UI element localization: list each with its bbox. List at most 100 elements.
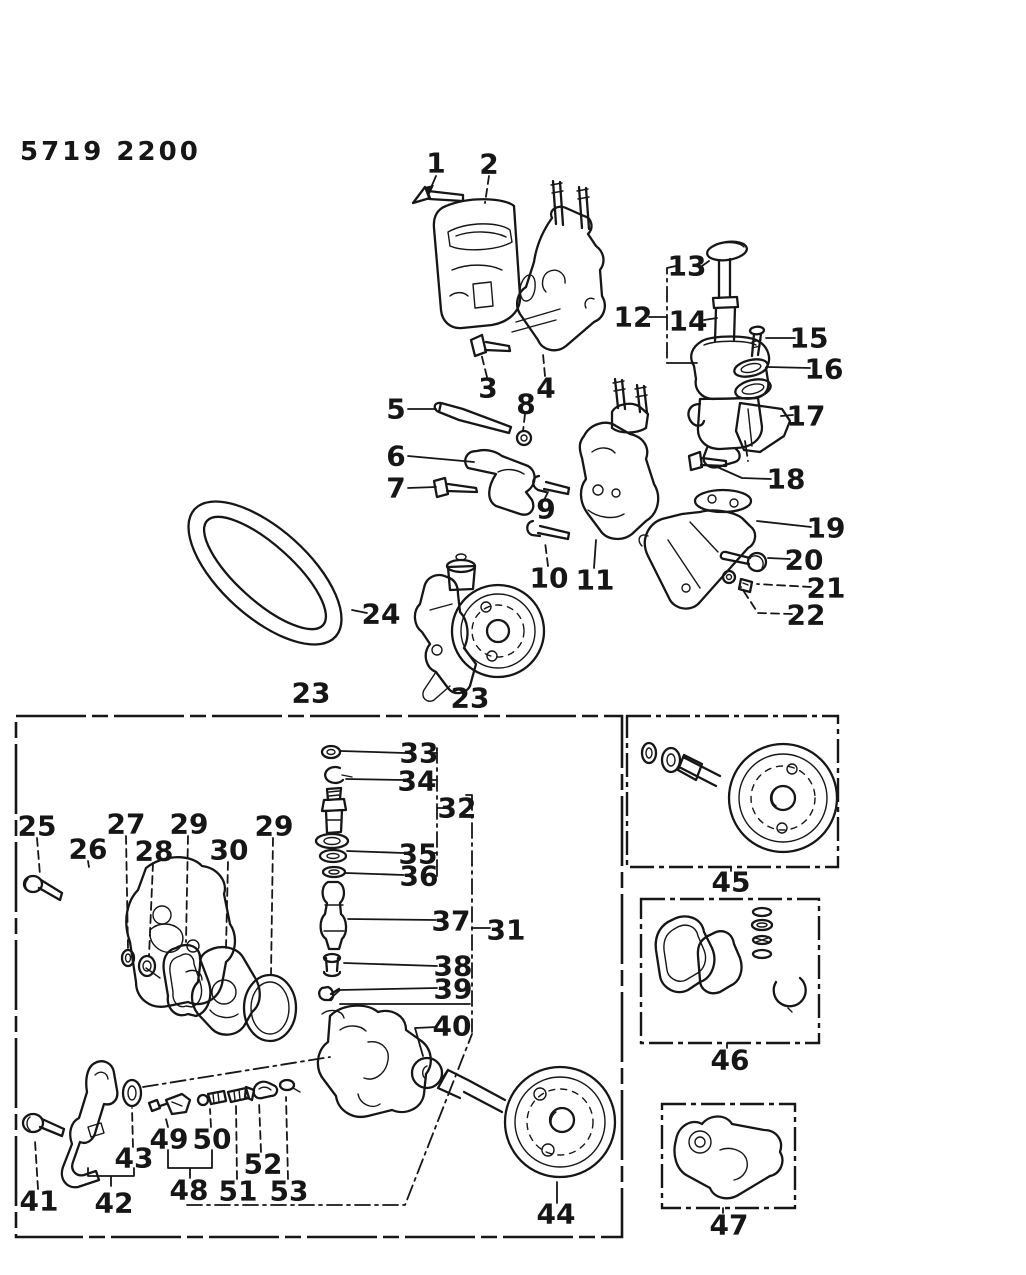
bolt-9-drawing bbox=[532, 474, 571, 496]
callout-20: 20 bbox=[785, 544, 824, 577]
part-drawings bbox=[21, 179, 839, 1200]
callout-34: 34 bbox=[398, 765, 437, 798]
group-boxes bbox=[14, 714, 840, 1239]
bracket-11-drawing bbox=[578, 377, 660, 541]
callout-49: 49 bbox=[150, 1123, 189, 1156]
callout-1: 1 bbox=[426, 147, 445, 180]
callout-39: 39 bbox=[434, 973, 473, 1006]
callout-16: 16 bbox=[805, 353, 844, 386]
callout-10: 10 bbox=[530, 562, 569, 595]
callout-7: 7 bbox=[386, 472, 405, 505]
callout-37: 37 bbox=[432, 905, 471, 938]
pump-assembly-23-drawing bbox=[413, 553, 546, 702]
callout-51: 51 bbox=[219, 1175, 258, 1208]
callout-25: 25 bbox=[18, 810, 57, 843]
drive-belt-24-drawing bbox=[187, 500, 343, 646]
callout-29: 29 bbox=[255, 810, 294, 843]
part-number-code: 5719 2200 bbox=[20, 137, 201, 167]
callout-5: 5 bbox=[386, 393, 405, 426]
bracket-19-drawing bbox=[638, 488, 757, 610]
callout-47: 47 bbox=[710, 1209, 749, 1242]
pulley-44-drawing bbox=[436, 1065, 617, 1179]
callout-4: 4 bbox=[536, 372, 555, 405]
bolt-18-drawing bbox=[687, 450, 728, 472]
callout-3: 3 bbox=[478, 372, 497, 405]
callout-44: 44 bbox=[537, 1198, 576, 1231]
callout-13: 13 bbox=[668, 250, 707, 283]
callout-15: 15 bbox=[790, 322, 829, 355]
stud-5-drawing bbox=[433, 401, 513, 435]
callout-42: 42 bbox=[95, 1187, 134, 1220]
callout-45: 45 bbox=[712, 866, 751, 899]
callout-41: 41 bbox=[20, 1185, 59, 1218]
ring-28-drawing bbox=[137, 954, 157, 978]
pump-body-40-drawing bbox=[316, 1004, 444, 1119]
cover-30-drawing bbox=[190, 945, 261, 1036]
plate-2-drawing bbox=[432, 198, 522, 330]
bracket-17-drawing bbox=[734, 401, 792, 454]
callout-17: 17 bbox=[787, 400, 826, 433]
callout-19: 19 bbox=[807, 512, 846, 545]
callout-30: 30 bbox=[210, 834, 249, 867]
ring-27-drawing bbox=[120, 948, 136, 968]
bracket-4-drawing bbox=[511, 179, 606, 352]
hose-fittings-48-53-drawing bbox=[147, 1078, 301, 1116]
kit-47-contents-drawing bbox=[673, 1115, 784, 1200]
housing-26-drawing bbox=[125, 856, 237, 1008]
callout-1-arrowhead bbox=[424, 185, 434, 198]
kit-box-47-border bbox=[660, 1102, 797, 1210]
kit-box-45-border bbox=[625, 714, 840, 869]
callout-2: 2 bbox=[479, 148, 498, 181]
kit-46-contents-drawing bbox=[654, 906, 807, 1013]
callout-14: 14 bbox=[669, 305, 708, 338]
bolt-25-drawing bbox=[22, 874, 64, 902]
callout-40: 40 bbox=[433, 1010, 472, 1043]
washer-22-drawing bbox=[721, 569, 737, 585]
leader-lines bbox=[34, 175, 812, 1214]
main-parts-box-border bbox=[14, 714, 624, 1239]
callout-27: 27 bbox=[107, 808, 146, 841]
callout-26: 26 bbox=[69, 833, 108, 866]
callout-50: 50 bbox=[193, 1123, 232, 1156]
bolt-1-drawing bbox=[411, 185, 465, 205]
bolt-15-drawing bbox=[748, 325, 766, 358]
callout-9: 9 bbox=[536, 493, 555, 526]
clamps-16-drawing bbox=[733, 358, 772, 400]
nut-21-drawing bbox=[737, 577, 754, 594]
callout-48: 48 bbox=[170, 1174, 209, 1207]
callout-8: 8 bbox=[516, 388, 535, 421]
callout-18: 18 bbox=[767, 463, 806, 496]
callout-23: 23 bbox=[451, 682, 490, 715]
nut-8-drawing bbox=[515, 429, 533, 447]
callout-43: 43 bbox=[115, 1142, 154, 1175]
valve-stack-31-39-drawing bbox=[314, 744, 353, 1002]
kit-box-46-border bbox=[639, 897, 821, 1045]
callout-35: 35 bbox=[399, 838, 438, 871]
callout-38: 38 bbox=[434, 950, 473, 983]
callout-29: 29 bbox=[170, 808, 209, 841]
callout-28: 28 bbox=[135, 835, 174, 868]
bolt-10-drawing bbox=[526, 519, 571, 541]
callout-36: 36 bbox=[400, 860, 439, 893]
callout-6: 6 bbox=[386, 440, 405, 473]
oring-29b-drawing bbox=[242, 973, 298, 1043]
ring-43-drawing bbox=[121, 1078, 143, 1108]
callout-31: 31 bbox=[487, 914, 526, 947]
bolt-7-drawing bbox=[432, 476, 479, 499]
bolt-41-drawing bbox=[21, 1112, 66, 1138]
callout-11: 11 bbox=[576, 564, 615, 597]
callout-21: 21 bbox=[807, 572, 846, 605]
bracket-42-drawing bbox=[60, 1060, 119, 1189]
kit-45-contents-drawing bbox=[640, 741, 839, 854]
callout-33: 33 bbox=[400, 737, 439, 770]
gasket-29a-drawing bbox=[162, 943, 212, 1018]
callout-24: 24 bbox=[362, 598, 401, 631]
callout-12: 12 bbox=[614, 301, 653, 334]
callout-22: 22 bbox=[787, 599, 826, 632]
bolt-20-drawing bbox=[719, 550, 768, 573]
callout-46: 46 bbox=[711, 1044, 750, 1077]
callout-53: 53 bbox=[270, 1175, 309, 1208]
